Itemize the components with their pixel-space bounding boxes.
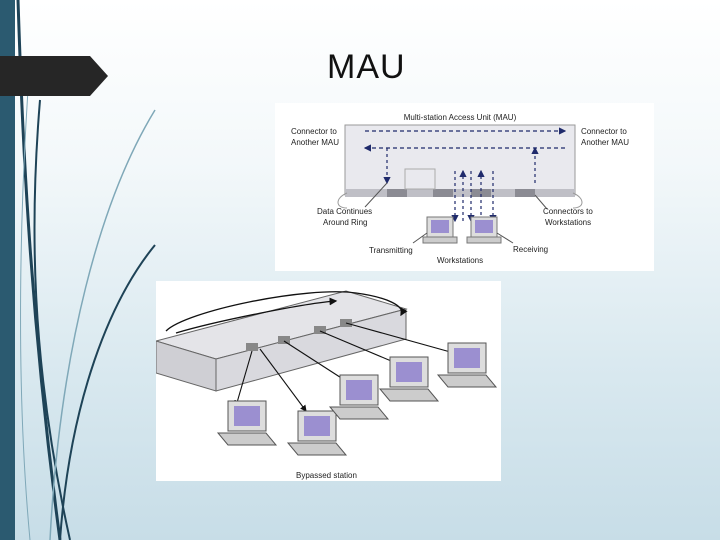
data-continues-label: Data Continues bbox=[317, 207, 372, 216]
mau-hub-icon bbox=[154, 290, 408, 392]
computer-icon-5 bbox=[436, 342, 498, 388]
computer-icon-2 bbox=[286, 410, 348, 456]
mau-unit-body bbox=[344, 124, 576, 196]
port-4 bbox=[515, 189, 535, 197]
receiving-label: Receiving bbox=[513, 245, 548, 254]
computer-icon-4 bbox=[378, 356, 440, 402]
transmitting-label: Transmitting bbox=[369, 246, 413, 255]
workstation-transmitting-icon bbox=[422, 216, 458, 244]
mau-ring-diagram: Bypassed station bbox=[154, 281, 501, 481]
connector-left-label-2: Another MAU bbox=[291, 138, 339, 147]
connector-left-label: Connector to bbox=[291, 127, 337, 136]
connectors-workstations-label: Connectors to bbox=[543, 207, 593, 216]
workstations-label: Workstations bbox=[437, 256, 483, 265]
port-2 bbox=[433, 189, 453, 197]
decorative-swoosh bbox=[16, 0, 156, 540]
slide-title: MAU bbox=[327, 48, 406, 86]
port-3 bbox=[471, 189, 491, 197]
mau-detail-diagram: Multi-station Access Unit (MAU) Connecto… bbox=[275, 103, 654, 271]
workstation-receiving-icon bbox=[466, 216, 502, 244]
computer-icon-3 bbox=[328, 374, 390, 420]
left-accent-bar bbox=[0, 0, 15, 540]
mau-title-label: Multi-station Access Unit (MAU) bbox=[404, 113, 517, 122]
bypassed-station-label: Bypassed station bbox=[296, 471, 357, 480]
computer-icon-1 bbox=[216, 400, 278, 446]
connector-right-label: Connector to bbox=[581, 127, 627, 136]
connectors-workstations-label-2: Workstations bbox=[545, 218, 591, 227]
data-continues-label-2: Around Ring bbox=[323, 218, 367, 227]
port-1 bbox=[387, 189, 407, 197]
connector-right-label-2: Another MAU bbox=[581, 138, 629, 147]
title-tab-shape bbox=[0, 56, 108, 96]
